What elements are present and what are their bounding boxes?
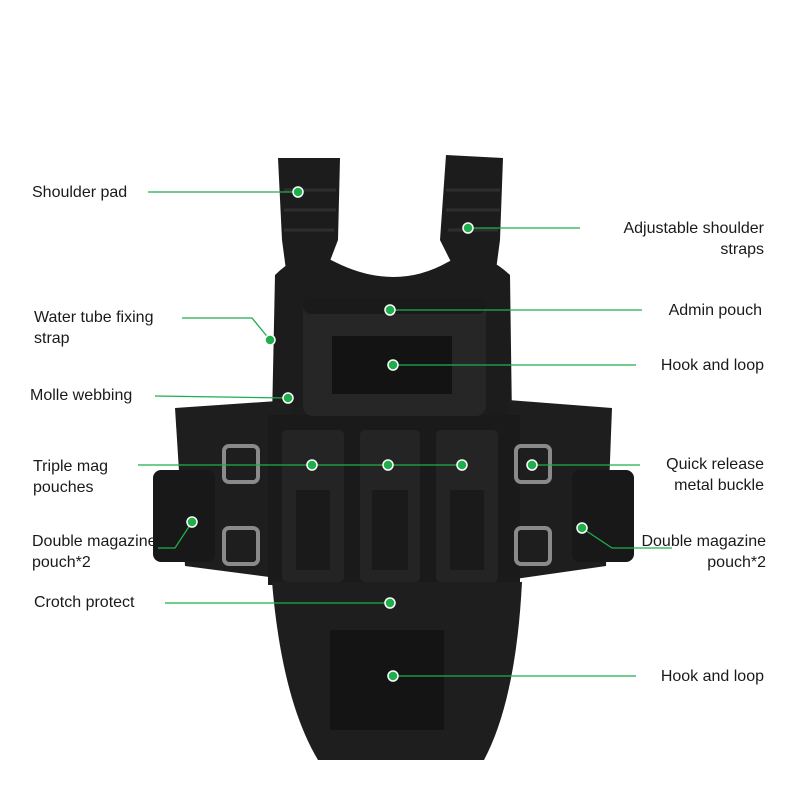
- vest-illustration: [153, 155, 634, 760]
- leader-molle: [154, 395, 289, 399]
- label-quick-release-buckle: Quick release metal buckle: [666, 456, 764, 494]
- right-double-mag-pouch: [572, 470, 634, 562]
- callout-dots: [186, 186, 588, 682]
- left-double-mag-pouch: [153, 470, 215, 562]
- label-crotch-protect: Crotch protect: [34, 594, 135, 611]
- buckle-left-bottom: [222, 526, 260, 566]
- dot-water-tube: [264, 334, 276, 346]
- dot-hook-loop-bottom: [387, 670, 399, 682]
- label-hook-loop-top: Hook and loop: [660, 357, 764, 374]
- crotch-hook-loop-patch: [330, 630, 444, 730]
- dot-triple-mag-2: [382, 459, 394, 471]
- mag-pouch-1-tab: [296, 490, 330, 570]
- buckle-right-bottom: [514, 526, 552, 566]
- dot-admin-pouch: [384, 304, 396, 316]
- dot-triple-mag-3: [456, 459, 468, 471]
- label-adjustable-shoulder-straps: Adjustable shoulder straps: [623, 220, 764, 258]
- dot-hook-loop-top: [387, 359, 399, 371]
- label-shoulder-pad: Shoulder pad: [32, 184, 128, 201]
- dot-triple-mag-1: [306, 459, 318, 471]
- buckle-left-top: [222, 444, 260, 484]
- label-hook-loop-bottom: Hook and loop: [660, 668, 764, 685]
- buckle-right-top: [514, 444, 552, 484]
- dot-crotch: [384, 597, 396, 609]
- dot-molle: [282, 392, 294, 404]
- leader-water-tube: [182, 317, 271, 341]
- label-water-tube-strap: Water tube fixing strap: [34, 309, 154, 347]
- dot-double-mag-right: [576, 522, 588, 534]
- dot-double-mag-left: [186, 516, 198, 528]
- label-triple-mag-pouches: Triple mag pouches: [33, 458, 108, 496]
- mag-pouch-2-tab: [372, 490, 408, 570]
- leader-double-mag-left: [158, 521, 193, 549]
- callout-leaders: [138, 191, 672, 677]
- label-double-mag-right: Double magazine pouch*2: [641, 533, 766, 571]
- dot-quick-release: [526, 459, 538, 471]
- label-molle-webbing: Molle webbing: [30, 387, 133, 404]
- dot-shoulder-pad: [292, 186, 304, 198]
- leader-double-mag-right: [581, 527, 672, 549]
- label-admin-pouch: Admin pouch: [668, 302, 762, 319]
- buckles: [222, 444, 552, 566]
- dot-adjustable-straps: [462, 222, 474, 234]
- label-double-mag-left: Double magazine pouch*2: [32, 533, 157, 571]
- mag-pouch-3-tab: [450, 490, 484, 570]
